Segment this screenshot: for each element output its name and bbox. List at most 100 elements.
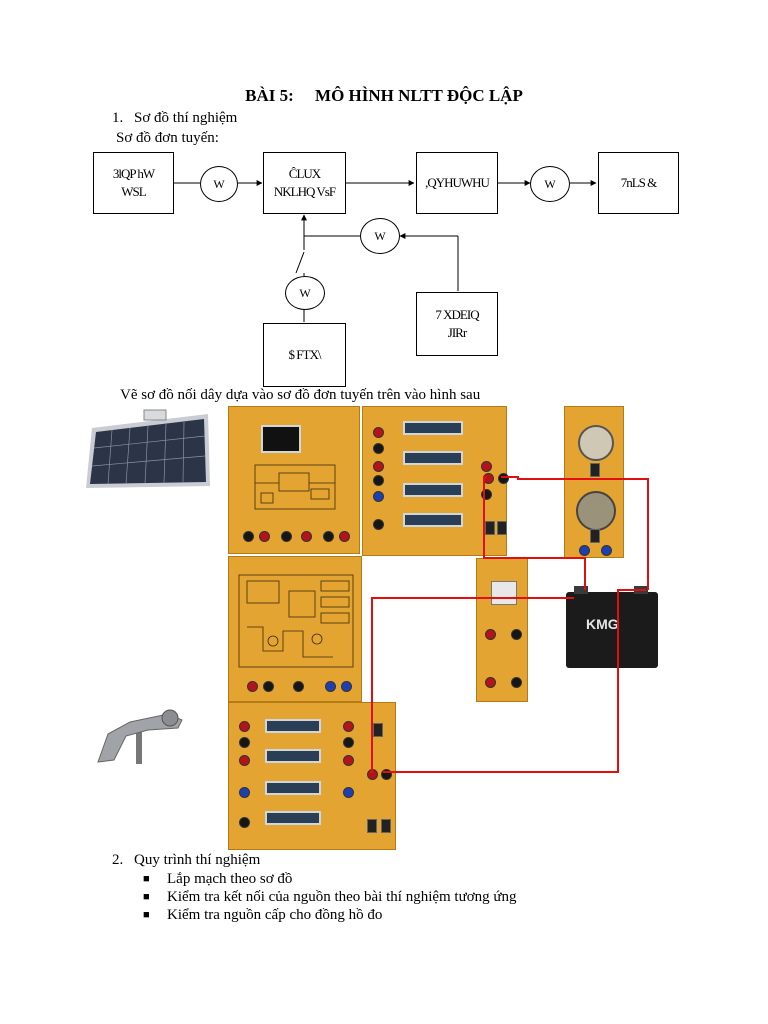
terminal[interactable] — [481, 461, 492, 472]
output-terminal-negative[interactable] — [381, 769, 392, 780]
section2-heading: Quy trình thí nghiệm — [134, 852, 261, 868]
toggle-switch[interactable] — [381, 819, 391, 833]
list-item-text: Kiểm tra kết nối của nguồn theo bài thí … — [167, 889, 517, 905]
meter-label: W — [213, 176, 225, 191]
terminal[interactable] — [485, 629, 496, 640]
list-item-text: Lắp mạch theo sơ đồ — [167, 871, 293, 887]
lamp-switch[interactable] — [590, 463, 600, 477]
terminal[interactable] — [343, 721, 354, 732]
battery-image: KMG — [566, 586, 660, 670]
output-terminal-negative[interactable] — [498, 473, 509, 484]
terminal[interactable] — [373, 461, 384, 472]
list-item: ■Kiểm tra nguồn cấp cho đồng hồ đo — [143, 906, 517, 924]
section1-heading: Sơ đồ thí nghiệm — [134, 110, 238, 126]
section2-number: 2. — [112, 852, 124, 868]
terminal[interactable] — [343, 737, 354, 748]
terminal[interactable] — [481, 489, 492, 500]
terminal[interactable] — [239, 817, 250, 828]
meter-display — [403, 421, 463, 435]
turbine-label-1: 7 XDEIQ — [435, 307, 479, 323]
meter-label: W — [544, 176, 556, 191]
solar-panel-label-2: WSL — [121, 184, 146, 199]
lamp-icon — [578, 425, 614, 461]
wire — [483, 476, 586, 590]
terminal[interactable] — [343, 787, 354, 798]
meter-circle-1: W — [200, 166, 238, 202]
terminal[interactable] — [373, 475, 384, 486]
inverter-label: ,QYHUWHU — [425, 175, 490, 191]
breaker-module — [476, 558, 528, 702]
terminal[interactable] — [239, 755, 250, 766]
load-label: 7nLS & — [620, 175, 658, 191]
battery-box: $ FTX\ — [263, 323, 346, 387]
terminal[interactable] — [293, 681, 304, 692]
terminal[interactable] — [281, 531, 292, 542]
measurement-module-bottom — [228, 702, 396, 850]
protection-schematic-drawing — [238, 574, 354, 668]
bullet-icon: ■ — [143, 891, 150, 903]
terminal[interactable] — [247, 681, 258, 692]
battery-label: $ FTX\ — [288, 347, 322, 363]
meter-label: W — [299, 285, 311, 300]
lamp-module — [564, 406, 624, 558]
meter-display — [265, 781, 321, 795]
terminal[interactable] — [243, 531, 254, 542]
terminal[interactable] — [343, 755, 354, 766]
terminal[interactable] — [485, 677, 496, 688]
solar-panel-image — [86, 409, 210, 488]
terminal[interactable] — [263, 681, 274, 692]
meter-circle-4: W — [285, 276, 325, 310]
terminal[interactable] — [239, 721, 250, 732]
meter-circle-2: W — [530, 166, 570, 202]
terminal[interactable] — [259, 531, 270, 542]
meter-display — [403, 513, 463, 527]
terminal[interactable] — [239, 787, 250, 798]
bullet-icon: ■ — [143, 873, 150, 885]
toggle-switch[interactable] — [373, 723, 383, 737]
digital-meter-display — [261, 425, 301, 453]
meter-circle-3: W — [360, 218, 400, 254]
circuit-breaker[interactable] — [491, 581, 517, 605]
terminal[interactable] — [511, 677, 522, 688]
terminal[interactable] — [339, 531, 350, 542]
wire — [370, 597, 574, 773]
terminal[interactable] — [373, 491, 384, 502]
terminal[interactable] — [301, 531, 312, 542]
meter-display — [265, 811, 321, 825]
measurement-module-top — [362, 406, 509, 556]
meter-display — [265, 749, 321, 763]
section1-number: 1. — [112, 110, 124, 126]
toggle-switch[interactable] — [367, 819, 377, 833]
lamp-switch[interactable] — [590, 529, 600, 543]
terminal[interactable] — [341, 681, 352, 692]
terminal[interactable] — [323, 531, 334, 542]
wiring-overlay — [370, 476, 649, 773]
list-item: ■ Kiểm tra kết nối của nguồn theo bài thí… — [143, 888, 517, 906]
list-item: ■ Lắp mạch theo sơ đồ — [143, 870, 517, 888]
page-title: BÀI 5: MÔ HÌNH NLTT ĐỘC LẬP — [245, 86, 523, 105]
toggle-switch[interactable] — [485, 521, 495, 535]
terminal[interactable] — [239, 737, 250, 748]
terminal[interactable] — [373, 427, 384, 438]
procedure-list: ■ Lắp mạch theo sơ đồ ■ Kiểm tra kết nối c… — [143, 870, 517, 924]
wire — [383, 589, 646, 773]
terminal[interactable] — [511, 629, 522, 640]
load-box: 7nLS & — [598, 152, 679, 214]
terminal[interactable] — [579, 545, 590, 556]
terminal[interactable] — [373, 519, 384, 530]
toggle-switch[interactable] — [497, 521, 507, 535]
protection-module — [228, 556, 362, 702]
single-line-diagram-label: Sơ đồ đơn tuyến: — [116, 130, 219, 146]
terminal[interactable] — [325, 681, 336, 692]
wire — [501, 476, 649, 590]
meter-display — [403, 451, 463, 465]
charger-label-1: ĈLUX — [288, 166, 321, 182]
wind-turbine-image — [97, 709, 183, 764]
circuit-schematic-drawing — [254, 464, 336, 510]
terminal[interactable] — [601, 545, 612, 556]
terminal[interactable] — [373, 443, 384, 454]
meter-label: W — [374, 228, 386, 243]
